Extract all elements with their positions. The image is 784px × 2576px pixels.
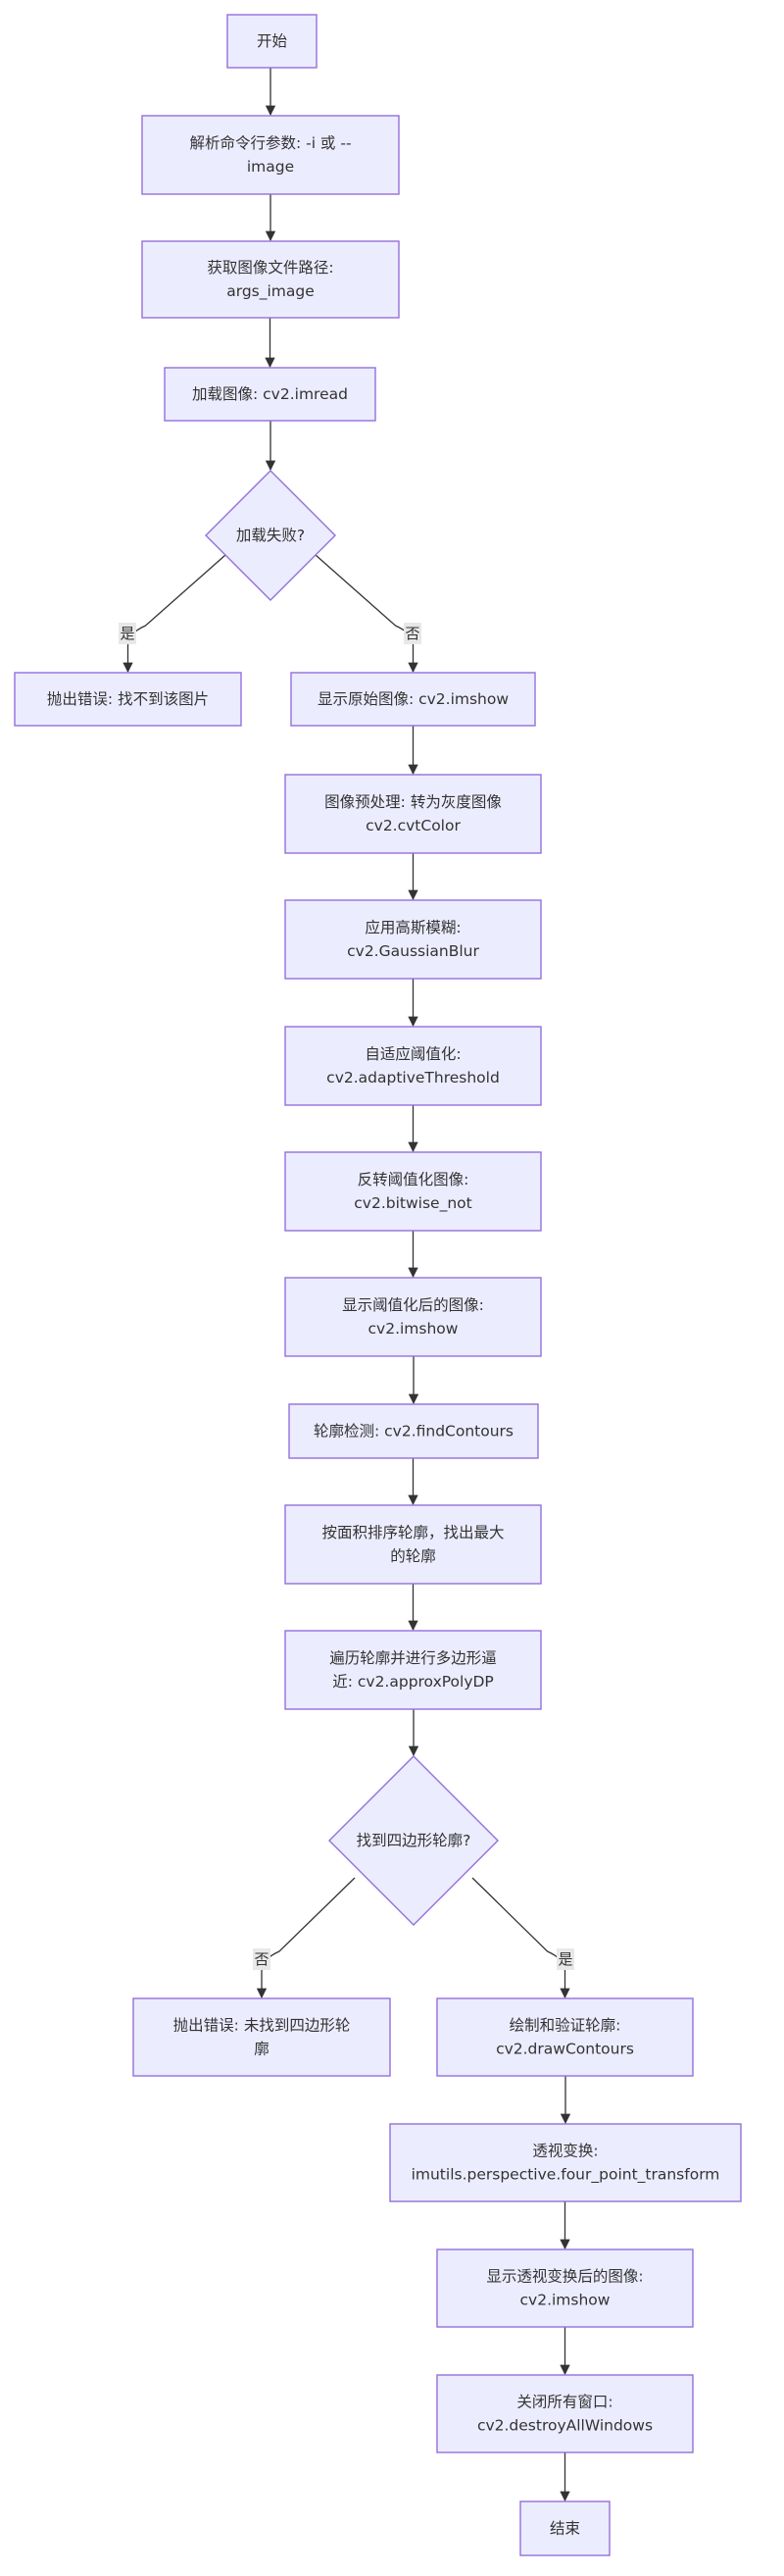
node-box [519, 2500, 611, 2556]
node-label-line: 图像预处理: 转为灰度图像 [324, 793, 502, 811]
node-label-line: cv2.imshow [520, 2292, 611, 2309]
node-get-path: 获取图像文件路径: args_image [141, 240, 400, 319]
edge-label-background [119, 623, 136, 644]
node-label-line: 获取图像文件路径: [207, 259, 333, 277]
node-label-line: 应用高斯模糊: [365, 918, 461, 936]
node-label-line: 显示原始图像: cv2.imshow [318, 690, 509, 708]
node-box [436, 2374, 694, 2453]
node-label-line: cv2.adaptiveThreshold [326, 1069, 500, 1086]
node-label-line: 找到四边形轮廓? [357, 1832, 471, 1849]
node-grayscale: 图像预处理: 转为灰度图像 cv2.cvtColor [284, 774, 542, 854]
node-label-line: cv2.bitwise_not [354, 1194, 471, 1213]
node-label-line: 近: cv2.approxPolyDP [332, 1673, 494, 1691]
node-box [284, 1026, 542, 1106]
node-label-line: 结束 [550, 2520, 580, 2538]
node-label-line: cv2.cvtColor [366, 817, 461, 834]
node-box [284, 1277, 542, 1357]
node-label-line: 透视变换: [532, 2143, 598, 2160]
node-label-line: cv2.imshow [368, 1320, 459, 1338]
node-label-line: 开始 [257, 32, 288, 50]
node-start: 开始 [226, 14, 318, 69]
node-box [284, 1504, 542, 1585]
node-error-not-found: 抛出错误: 找不到该图片 [14, 672, 242, 727]
decision-diamond [205, 470, 336, 601]
node-label-line: 加载失败? [236, 527, 305, 544]
node-label-line: 绘制和验证轮廓: [510, 2017, 621, 2035]
edge-label-text: 是 [120, 625, 134, 642]
node-draw-contours: 绘制和验证轮廓: cv2.drawContours [436, 1997, 694, 2077]
node-box [14, 672, 242, 727]
node-label-line: cv2.destroyAllWindows [477, 2417, 653, 2435]
node-show-warped: 显示透视变换后的图像: cv2.imshow [436, 2248, 694, 2328]
node-adaptive-threshold: 自适应阈值化: cv2.adaptiveThreshold [284, 1026, 542, 1106]
node-box [436, 1997, 694, 2077]
node-close-windows: 关闭所有窗口: cv2.destroyAllWindows [436, 2374, 694, 2453]
node-end: 结束 [519, 2500, 611, 2556]
node-box [290, 672, 536, 727]
branch-arrow [122, 554, 226, 674]
branch-arrow [471, 1877, 570, 1999]
node-blur: 应用高斯模糊: cv2.GaussianBlur [284, 899, 542, 980]
node-show-threshold: 显示阈值化后的图像: cv2.imshow [284, 1277, 542, 1357]
edge-label-background [253, 1948, 270, 1970]
node-box [389, 2123, 742, 2202]
node-box [284, 899, 542, 980]
node-box [132, 1997, 391, 2077]
node-load-failed: 加载失败? [205, 470, 336, 601]
node-perspective: 透视变换: imutils.perspective.four_point_tran… [389, 2123, 742, 2202]
node-label-line: 的轮廓 [390, 1547, 436, 1565]
node-invert: 反转阈值化图像: cv2.bitwise_not [284, 1151, 542, 1232]
branch-arrow [315, 554, 418, 674]
node-box [284, 1630, 542, 1710]
node-box [284, 1151, 542, 1232]
edge-label: 否 [404, 623, 421, 644]
node-label-line: 显示透视变换后的图像: [486, 2268, 643, 2286]
node-label-line: 抛出错误: 未找到四边形轮 [173, 2017, 351, 2035]
node-load-image: 加载图像: cv2.imread [164, 367, 376, 422]
edge-label-background [557, 1948, 574, 1970]
edge-label-text: 否 [254, 1950, 269, 1968]
edge-label: 是 [557, 1948, 574, 1970]
node-label-line: cv2.drawContours [496, 2041, 634, 2058]
node-box [436, 2248, 694, 2328]
node-label-line: imutils.perspective.four_point_transform [412, 2166, 720, 2185]
node-box [226, 14, 318, 69]
node-label-line: 自适应阈值化: [365, 1044, 461, 1063]
node-show-original: 显示原始图像: cv2.imshow [290, 672, 536, 727]
edge-label: 否 [253, 1948, 270, 1970]
decision-diamond [328, 1755, 499, 1926]
node-box [141, 115, 400, 195]
node-label-line: 显示阈值化后的图像: [342, 1296, 484, 1314]
node-label-line: 抛出错误: 找不到该图片 [47, 690, 209, 708]
node-label-line: 遍历轮廓并进行多边形逼 [329, 1649, 497, 1667]
node-label-line: args_image [226, 282, 315, 301]
edge-label: 是 [119, 623, 136, 644]
node-label-line: 解析命令行参数: -i 或 -- [189, 134, 351, 152]
node-box [284, 774, 542, 854]
edge-label-background [404, 623, 421, 644]
node-label-line: 按面积排序轮廓，找出最大 [321, 1524, 504, 1541]
node-label-line: 反转阈值化图像: [358, 1171, 469, 1188]
node-found-quad: 找到四边形轮廓? [328, 1755, 499, 1926]
node-label-line: 轮廓检测: cv2.findContours [314, 1423, 514, 1440]
node-label-line: 廓 [254, 2041, 270, 2058]
branch-arrow [256, 1877, 356, 1999]
edge-label-text: 是 [558, 1950, 572, 1968]
edge-label-text: 否 [405, 625, 419, 642]
node-label-line: 关闭所有窗口: [516, 2394, 612, 2411]
node-box [288, 1403, 539, 1459]
node-label-line: cv2.GaussianBlur [347, 942, 479, 960]
node-find-contours: 轮廓检测: cv2.findContours [288, 1403, 539, 1459]
node-box [164, 367, 376, 422]
node-label-line: image [247, 158, 294, 176]
node-box [141, 240, 400, 319]
node-parse-args: 解析命令行参数: -i 或 -- image [141, 115, 400, 195]
node-label-line: 加载图像: cv2.imread [192, 385, 348, 403]
